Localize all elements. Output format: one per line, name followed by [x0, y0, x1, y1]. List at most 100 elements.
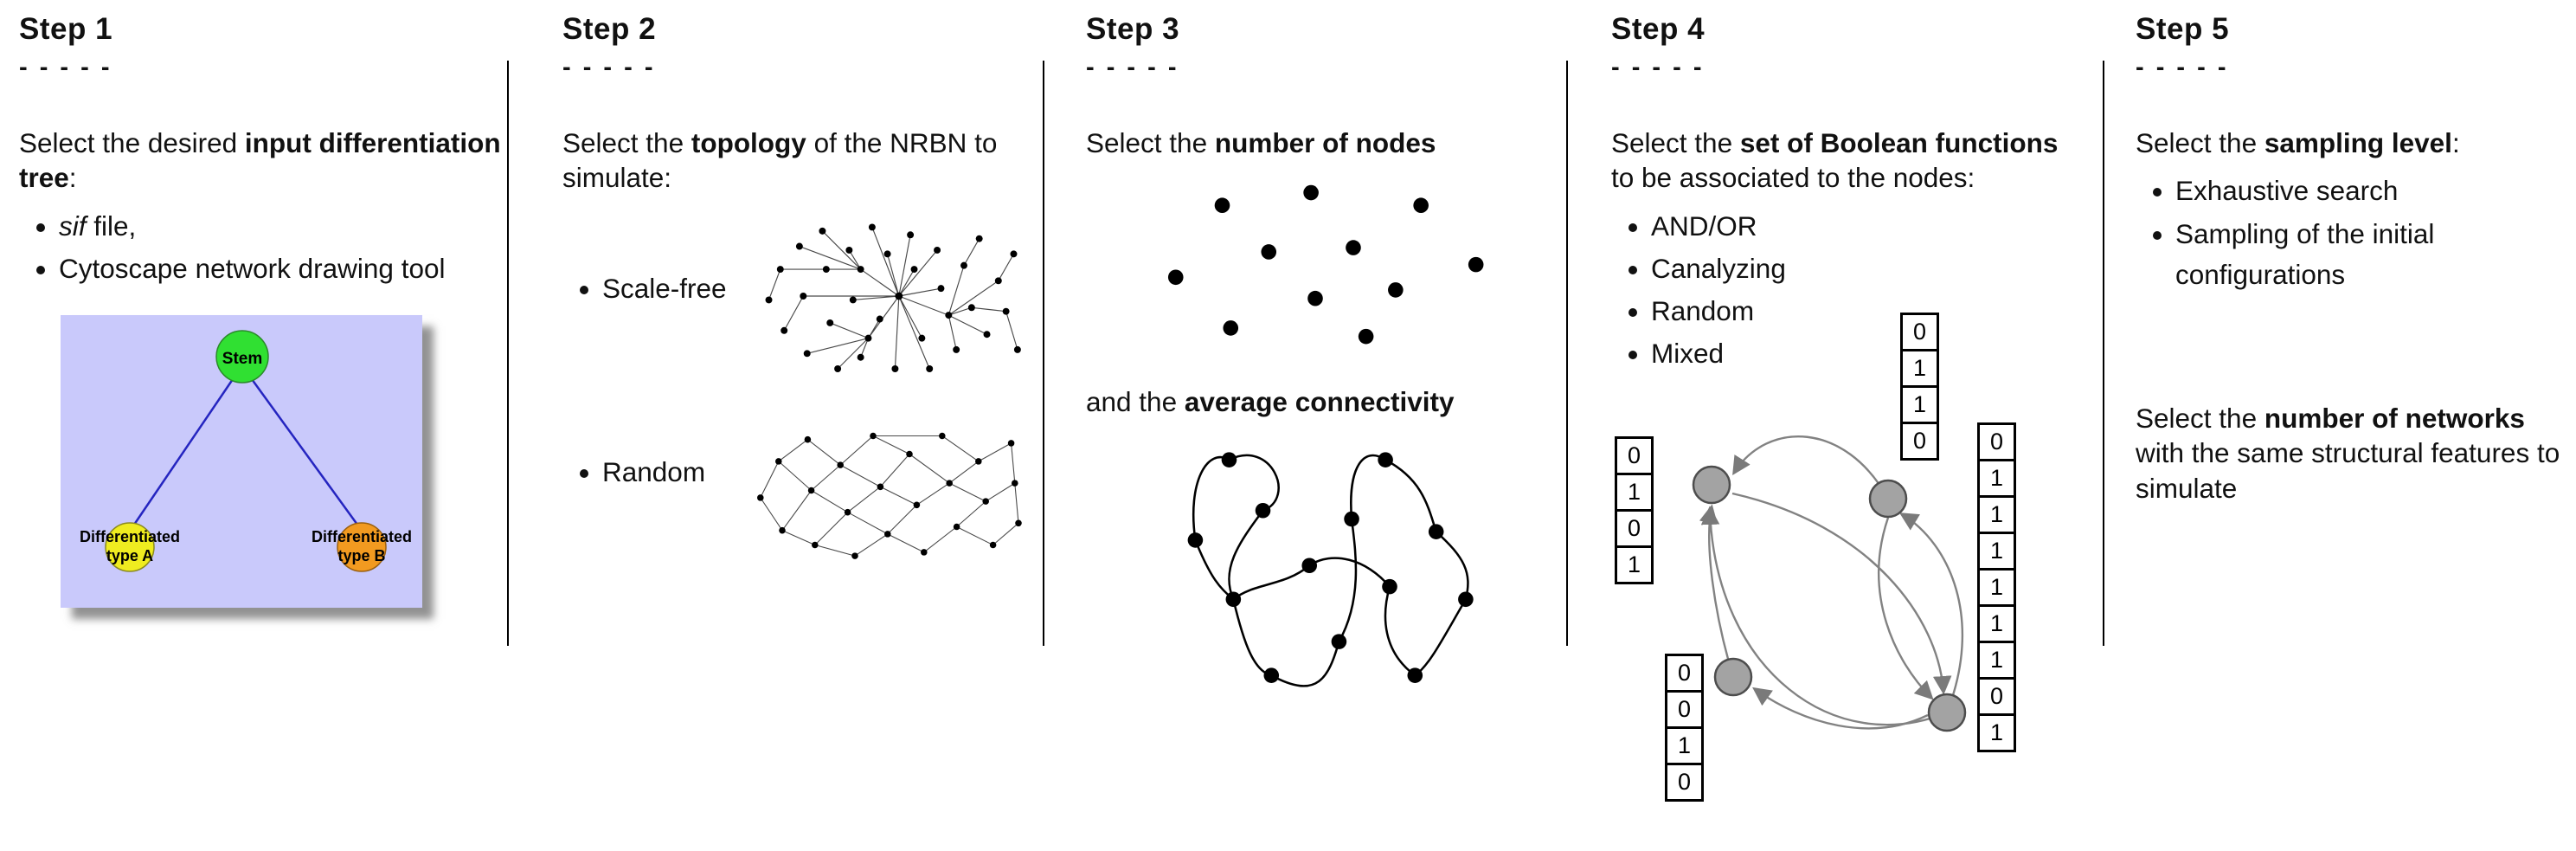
option-canalyzing: Canalyzing: [1651, 248, 2097, 289]
truth-table-cell: 1: [1615, 473, 1654, 512]
stem-label: Stem: [222, 350, 262, 368]
random-row: Random: [562, 410, 1037, 571]
option-random: Random: [602, 452, 746, 493]
step4-title: Step 4: [1611, 12, 1706, 46]
step1-intro-bold: input differentiation tree: [19, 127, 501, 194]
step2-intro-pre: Select the: [562, 127, 691, 158]
truth-table-cell: 1: [1977, 459, 2016, 498]
step4-intro-bold: set of Boolean functions: [1739, 127, 2059, 158]
gene-node-b: [1868, 479, 1908, 519]
option-and-or: AND/OR: [1651, 206, 2097, 247]
column-divider: [1566, 61, 1568, 646]
option-random-functions: Random: [1651, 291, 2097, 332]
step3-p1-bold: number of nodes: [1214, 127, 1436, 158]
step1-title: Step 1: [19, 12, 113, 46]
step2-title: Step 2: [562, 12, 657, 46]
boolean-graph-edges: [1699, 435, 1964, 730]
step2-intro-bold: topology: [691, 127, 806, 158]
step1-intro-pre: Select the desired: [19, 127, 245, 158]
step5-p1-post: :: [2451, 127, 2460, 158]
step5-dashes: - - - - -: [2136, 54, 2229, 81]
scale-free-edges: [768, 226, 1018, 370]
type-a-node: [105, 522, 155, 572]
step3-nodes-text: Select the number of nodes: [1086, 126, 1560, 160]
truth-table-top: 0 1 1 0: [1900, 313, 1939, 461]
bullet-cytoscape: Cytoscape network drawing tool: [59, 248, 505, 289]
bullet-sif-file: sif file,: [59, 206, 505, 247]
step4-intro-pre: Select the: [1611, 127, 1740, 158]
step1-dashes: - - - - -: [19, 54, 112, 81]
column-divider: [507, 61, 509, 646]
gene-node-c: [1713, 657, 1753, 697]
truth-table-cell: 0: [1665, 654, 1704, 693]
step3-title: Step 3: [1086, 12, 1180, 46]
truth-table-cell: 0: [1615, 509, 1654, 548]
step4-intro: Select the set of Boolean functions to b…: [1611, 126, 2083, 196]
connectivity-network-figure: [1187, 452, 1474, 687]
step5-p2-post: with the same structural features to sim…: [2136, 437, 2560, 504]
truth-table-cell: 0: [1665, 690, 1704, 729]
truth-table-cell: 1: [1977, 604, 2016, 643]
step1-bullet-list: sif file, Cytoscape network drawing tool: [19, 206, 505, 290]
truth-table-cell: 1: [1900, 385, 1939, 424]
column-divider: [2103, 61, 2104, 646]
option-mixed: Mixed: [1651, 333, 2097, 374]
truth-table-cell: 1: [1977, 495, 2016, 534]
connectivity-edges: [1192, 454, 1469, 687]
random-edges: [760, 435, 1019, 557]
step1-intro: Select the desired input differentiation…: [19, 126, 505, 196]
differentiation-tree-svg: Stem Differentiated type A Differentiate…: [61, 315, 422, 609]
scale-free-row: Scale-free: [562, 208, 1037, 384]
truth-table-cell: 0: [1665, 763, 1704, 802]
step2-column: Step 2 - - - - - Select the topology of …: [562, 12, 1037, 571]
option-exhaustive-search: Exhaustive search: [2175, 171, 2566, 211]
step2-dashes: - - - - -: [562, 54, 656, 81]
sif-rest: file,: [86, 210, 137, 242]
boolean-graph-svg: [1692, 435, 1967, 732]
step3-p2-bold: average connectivity: [1184, 386, 1455, 418]
tree-edge-a: [132, 378, 234, 525]
option-sampling-initial-configurations: Sampling of the initial configurations: [2175, 214, 2566, 296]
type-b-label-line2: type B: [337, 547, 385, 564]
truth-table-cell: 1: [1977, 568, 2016, 607]
truth-table-cell: 0: [1900, 313, 1939, 351]
scale-free-bullet: Scale-free: [562, 218, 746, 311]
step3-dashes: - - - - -: [1086, 54, 1179, 81]
step5-p2-pre: Select the: [2136, 403, 2264, 435]
step4-bullet-list: AND/OR Canalyzing Random Mixed: [1611, 206, 2097, 375]
scale-free-nodes: [765, 223, 1021, 372]
column-divider: [1043, 61, 1044, 646]
boolean-graph-nodes: [1692, 465, 1967, 732]
scattered-dots: [1167, 185, 1484, 345]
step4-intro-post: to be associated to the nodes:: [1611, 162, 1975, 194]
type-a-label-line1: Differentiated: [80, 528, 180, 545]
sif-italic: sif: [59, 210, 87, 242]
truth-table-cell: 1: [1665, 726, 1704, 765]
option-scale-free: Scale-free: [602, 268, 746, 309]
gene-node-d: [1927, 693, 1967, 732]
type-a-label-line2: type A: [106, 547, 153, 564]
truth-table-cell: 0: [1977, 422, 2016, 461]
type-b-node: [337, 522, 387, 572]
connectivity-nodes: [1187, 452, 1474, 683]
step3-column: Step 3 - - - - - Select the number of no…: [1086, 12, 1560, 718]
differentiation-tree-figure: Stem Differentiated type A Differentiate…: [61, 315, 422, 609]
stem-node: [215, 330, 269, 384]
truth-table-cell: 1: [1615, 545, 1654, 584]
step5-column: Step 5 - - - - - Select the sampling lev…: [2136, 12, 2566, 506]
step1-intro-post: :: [68, 162, 77, 194]
truth-table-right: 0 1 1 1 1 1 1 0 1: [1977, 422, 2016, 752]
step5-p1-pre: Select the: [2136, 127, 2264, 158]
random-nodes: [757, 432, 1022, 559]
truth-table-left: 0 1 0 1: [1615, 436, 1654, 584]
spacer: [2136, 297, 2566, 401]
scattered-nodes-figure: [1167, 185, 1484, 345]
step4-dashes: - - - - -: [1611, 54, 1705, 81]
scale-free-network-figure: [765, 223, 1021, 372]
step3-p1-pre: Select the: [1086, 127, 1215, 158]
step2-intro: Select the topology of the NRBN to simul…: [562, 126, 1037, 196]
step2-intro-post: of the NRBN to simulate:: [562, 127, 998, 194]
truth-table-cell: 1: [1977, 532, 2016, 571]
step5-sampling-text: Select the sampling level:: [2136, 126, 2566, 160]
